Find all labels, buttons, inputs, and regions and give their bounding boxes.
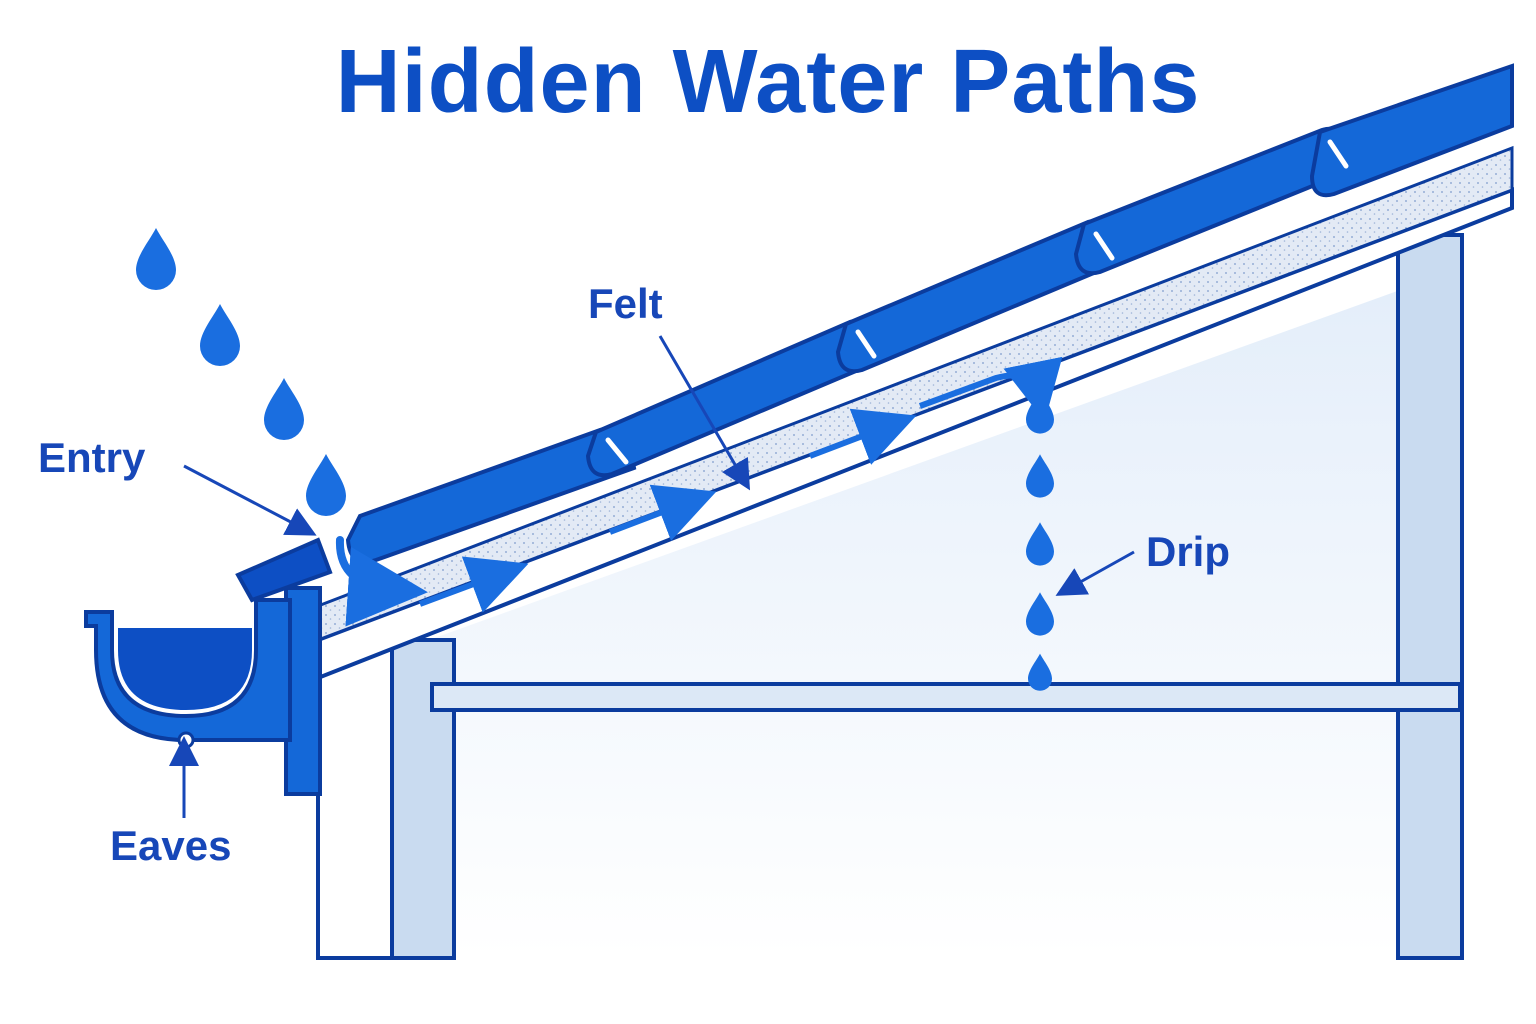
raindrop-icon	[200, 304, 240, 366]
label-eaves: Eaves	[110, 822, 231, 869]
roof-tiles	[345, 63, 1514, 564]
raindrop-icon	[306, 454, 346, 516]
tile-highlight	[855, 329, 877, 359]
right-post	[1396, 233, 1464, 960]
label-felt: Felt	[588, 280, 663, 327]
diagram-title: Hidden Water Paths	[336, 32, 1201, 132]
raindrop-icon	[264, 378, 304, 440]
label-drip: Drip	[1146, 528, 1230, 575]
entry-flow-arrow	[335, 536, 428, 627]
ceiling-joist	[430, 682, 1462, 712]
pointer-arrow-icon	[658, 335, 751, 491]
label-entry: Entry	[38, 434, 146, 481]
flow-arrow-icon	[808, 408, 917, 465]
tile-highlight	[1327, 139, 1349, 169]
flow-arrow-icon	[918, 356, 1063, 422]
flow-arrow-icon	[608, 484, 717, 541]
pointer-arrow-icon	[183, 464, 317, 536]
rain-drops	[136, 228, 346, 516]
roof-tile	[1309, 63, 1514, 198]
interior-space	[318, 290, 1400, 958]
gutter-trough	[84, 598, 292, 742]
gutter-water	[118, 628, 252, 710]
drip-edge-flashing	[235, 537, 333, 603]
tile-highlight	[605, 437, 629, 465]
label-pointers	[169, 335, 1135, 818]
pointer-arrow-icon	[1055, 550, 1135, 596]
felt-flow-arrows	[418, 356, 1063, 613]
gutter	[84, 598, 292, 749]
raindrop-icon	[136, 228, 176, 290]
flow-arrow-icon	[418, 556, 529, 613]
gutter-drip-point	[177, 731, 195, 749]
tile-highlight	[1093, 231, 1115, 261]
